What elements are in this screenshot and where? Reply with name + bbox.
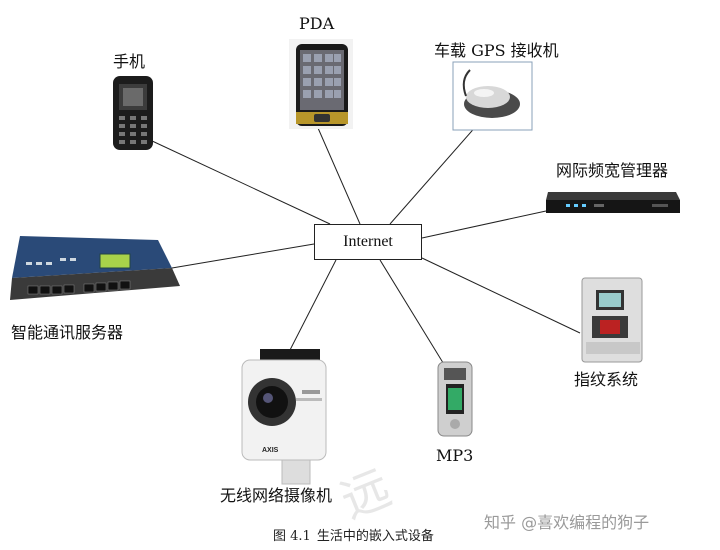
internet-hub-label: Internet <box>343 233 393 250</box>
pda-device <box>289 39 353 129</box>
edge-pda <box>317 127 361 225</box>
bandwidth-manager-device <box>546 192 680 213</box>
label-camera: 无线网络摄像机 <box>220 486 333 505</box>
edge-fingerprint <box>421 257 581 334</box>
server-device <box>10 236 180 300</box>
phone-device <box>113 76 153 150</box>
label-bandwidth: 网际频宽管理器 <box>556 161 669 180</box>
fingerprint-device <box>581 277 643 363</box>
edge-camera <box>289 259 337 351</box>
label-fingerprint: 指纹系统 <box>574 370 639 389</box>
edge-phone <box>149 139 331 225</box>
label-gps: 车载 GPS 接收机 <box>434 41 559 60</box>
edge-mp3 <box>379 259 446 367</box>
mp3-device <box>437 361 473 437</box>
figure-caption-text: 生活中的嵌入式设备 <box>316 529 434 544</box>
internet-hub: Internet <box>314 224 422 260</box>
edge-server <box>171 243 315 269</box>
connection-lines <box>149 123 581 367</box>
gps-device <box>452 61 533 131</box>
camera-logo: AXIS <box>262 447 279 454</box>
label-phone: 手机 <box>113 52 146 71</box>
edge-bandwidth <box>421 210 547 239</box>
label-server: 智能通讯服务器 <box>11 323 124 342</box>
figure-caption: 图 4.1 生活中的嵌入式设备 <box>273 525 440 544</box>
label-pda: PDA <box>299 14 335 33</box>
camera-device: AXIS <box>241 349 327 485</box>
watermark: 知乎 @喜欢编程的狗子 <box>484 513 650 532</box>
figure-number: 图 4.1 <box>273 529 311 544</box>
label-mp3: MP3 <box>436 446 474 465</box>
edge-gps <box>389 123 479 225</box>
